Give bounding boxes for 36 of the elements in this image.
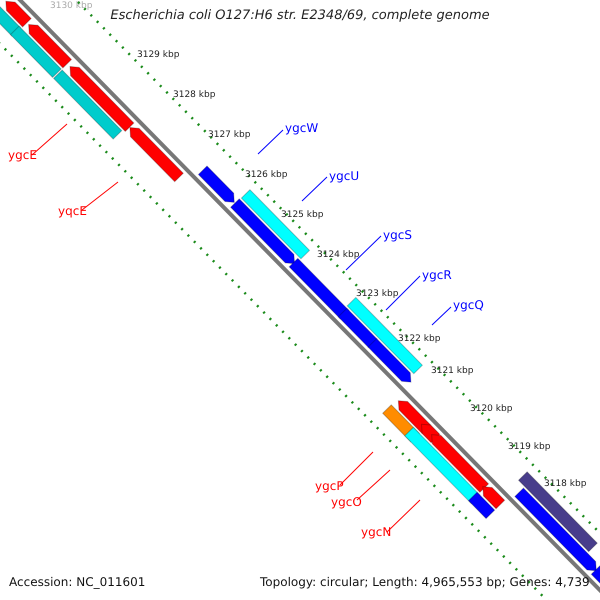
gene-label: ygcQ bbox=[453, 298, 484, 312]
scale-label: 3128 kbp bbox=[173, 90, 216, 100]
gene-label: ygcE bbox=[8, 148, 37, 162]
scale-label: 3122 kbp bbox=[398, 334, 440, 344]
leader-line bbox=[32, 124, 68, 156]
accession-text: Accession: NC_011601 bbox=[9, 575, 146, 589]
scale-label: 3126 kbp bbox=[245, 170, 288, 180]
genome-stats-text: Topology: circular; Length: 4,965,553 bp; Genes: 4,739 bbox=[260, 575, 590, 589]
scale-label: 3123 kbp bbox=[356, 289, 398, 299]
scale-label: 3127 kbp bbox=[208, 130, 250, 140]
scale-label: 3124 kbp bbox=[317, 250, 360, 260]
scale-label: 3120 kbp bbox=[470, 404, 512, 414]
gene-label: ygcS bbox=[383, 228, 412, 242]
scale-label: 3121 kbp bbox=[431, 366, 474, 376]
leader-line bbox=[302, 176, 328, 202]
leader-line bbox=[82, 182, 118, 210]
leader-line bbox=[386, 500, 420, 532]
scale-label: 3118 kbp bbox=[544, 479, 586, 489]
scale-label: 3130 kbp bbox=[50, 1, 92, 11]
gene-label: ygcO bbox=[331, 495, 362, 509]
gene-label: ygcU bbox=[329, 169, 360, 183]
leader-line bbox=[386, 276, 420, 310]
gene-label: ygcP bbox=[315, 479, 344, 493]
leader-line bbox=[258, 130, 284, 154]
gene-label: yqcE bbox=[58, 204, 87, 218]
leader-line bbox=[432, 306, 452, 326]
leader-line bbox=[356, 470, 390, 500]
scale-label: 3129 kbp bbox=[137, 50, 180, 60]
gene-label: ygcR bbox=[422, 268, 452, 282]
scale-label: 3119 kbp bbox=[508, 442, 550, 452]
gene-label: ygcW bbox=[285, 121, 318, 135]
leader-line bbox=[346, 236, 382, 270]
gene-label: ygcN bbox=[361, 525, 392, 539]
title: Escherichia coli O127:H6 str. E2348/69, complete genome bbox=[110, 8, 490, 23]
scale-label: 3125 kbp bbox=[281, 210, 324, 220]
leader-line bbox=[340, 452, 374, 486]
